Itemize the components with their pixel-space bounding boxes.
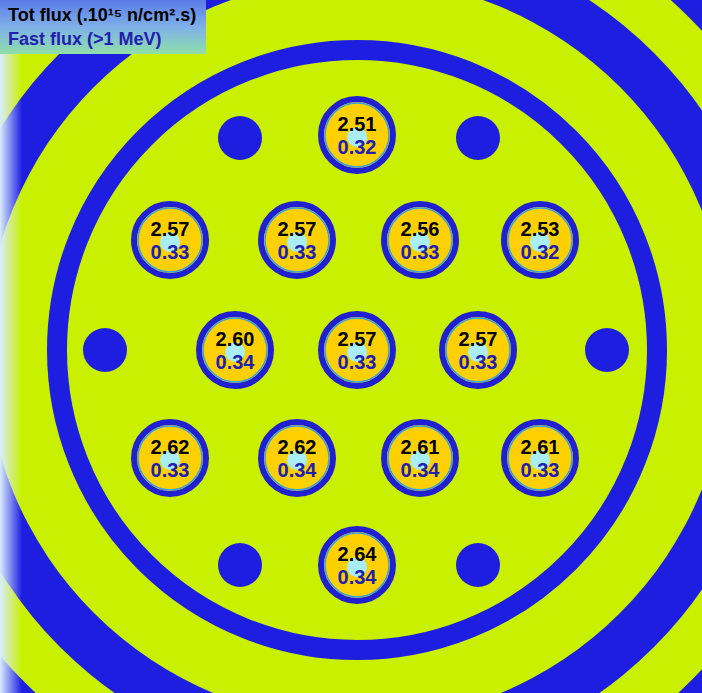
fast-flux-value: 0.33 xyxy=(151,242,190,262)
legend-box: Tot flux (.10¹⁵ n/cm².s) Fast flux (>1 Me… xyxy=(0,0,206,54)
fast-flux-value: 0.33 xyxy=(521,460,560,480)
fuel-channel: 2.56 0.33 xyxy=(381,201,459,279)
fast-flux-value: 0.33 xyxy=(151,460,190,480)
channel-outline xyxy=(381,419,459,497)
total-flux-value: 2.51 xyxy=(338,114,377,134)
total-flux-value: 2.57 xyxy=(459,329,498,349)
total-flux-value: 2.56 xyxy=(401,219,440,239)
channel-outline xyxy=(439,311,517,389)
total-flux-value: 2.57 xyxy=(151,219,190,239)
core-ring xyxy=(57,50,657,650)
fast-flux-value: 0.34 xyxy=(216,352,255,372)
channel-outline xyxy=(501,419,579,497)
channel-outline xyxy=(196,311,274,389)
total-flux-value: 2.57 xyxy=(278,219,317,239)
fuel-channel: 2.64 0.34 xyxy=(318,526,396,604)
total-flux-value: 2.57 xyxy=(338,329,377,349)
fast-flux-key: Fast flux (>1 MeV) xyxy=(8,30,196,48)
edge-fade xyxy=(0,0,22,693)
fuel-channel: 2.57 0.33 xyxy=(318,311,396,389)
fuel-channel: 2.61 0.34 xyxy=(381,419,459,497)
channel-outline xyxy=(258,419,336,497)
channel-outline xyxy=(318,96,396,174)
fast-flux-value: 0.34 xyxy=(278,460,317,480)
fuel-channel: 2.62 0.33 xyxy=(131,419,209,497)
fast-flux-value: 0.34 xyxy=(401,460,440,480)
channel-outline xyxy=(131,201,209,279)
fuel-channel: 2.57 0.33 xyxy=(131,201,209,279)
total-flux-value: 2.62 xyxy=(151,437,190,457)
total-flux-value: 2.61 xyxy=(401,437,440,457)
fast-flux-value: 0.32 xyxy=(338,137,377,157)
fuel-channel: 2.57 0.33 xyxy=(439,311,517,389)
total-flux-value: 2.64 xyxy=(338,544,377,564)
total-flux-value: 2.62 xyxy=(278,437,317,457)
fast-flux-value: 0.33 xyxy=(338,352,377,372)
total-flux-value: 2.61 xyxy=(521,437,560,457)
total-flux-value: 2.53 xyxy=(521,219,560,239)
channel-outline xyxy=(501,201,579,279)
fast-flux-value: 0.32 xyxy=(521,242,560,262)
water-holes xyxy=(83,116,629,587)
total-flux-value: 2.60 xyxy=(216,329,255,349)
fuel-channel: 2.53 0.32 xyxy=(501,201,579,279)
fuel-channel: 2.61 0.33 xyxy=(501,419,579,497)
total-flux-key: Tot flux (.10¹⁵ n/cm².s) xyxy=(8,6,196,24)
channel-outline xyxy=(381,201,459,279)
fuel-channel: 2.60 0.34 xyxy=(196,311,274,389)
fuel-channel: 2.62 0.34 xyxy=(258,419,336,497)
channel-outline xyxy=(318,526,396,604)
fast-flux-value: 0.34 xyxy=(338,567,377,587)
fuel-channel: 2.51 0.32 xyxy=(318,96,396,174)
fast-flux-value: 0.33 xyxy=(459,352,498,372)
channel-outline xyxy=(131,419,209,497)
channel-outline xyxy=(318,311,396,389)
fast-flux-value: 0.33 xyxy=(401,242,440,262)
fuel-channel: 2.57 0.33 xyxy=(258,201,336,279)
channel-outline xyxy=(258,201,336,279)
fast-flux-value: 0.33 xyxy=(278,242,317,262)
